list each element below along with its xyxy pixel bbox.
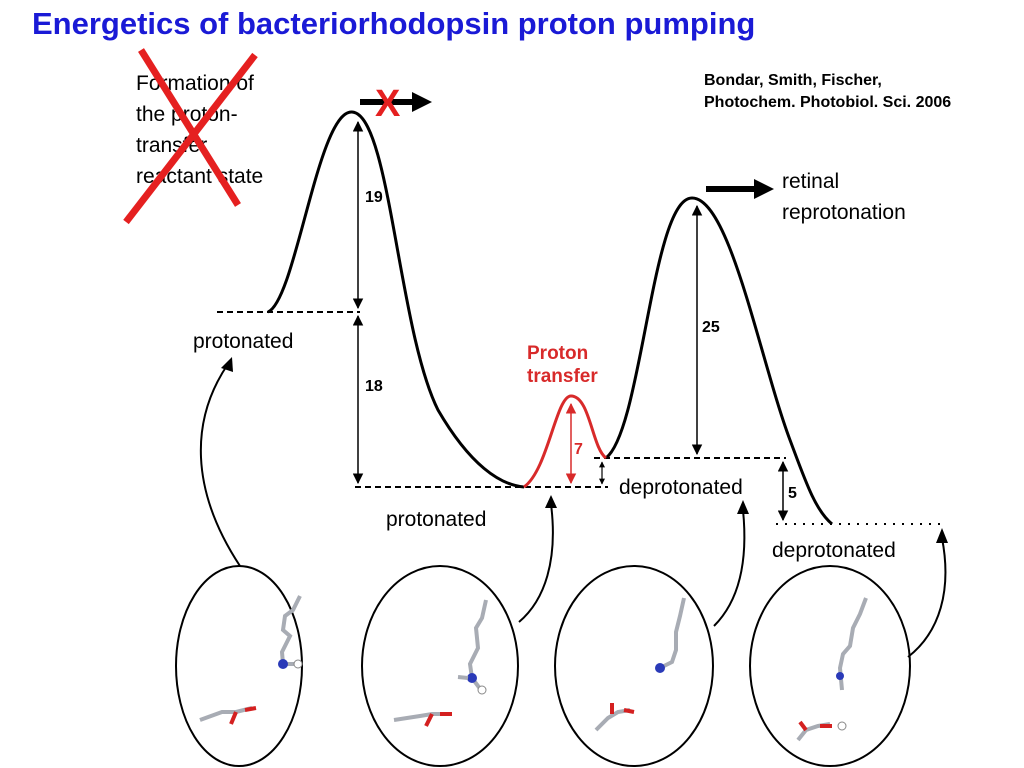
state-label-protonated-2: protonated [386, 508, 487, 531]
cross-line-1 [138, 48, 241, 207]
energy-label-5: 5 [788, 485, 797, 502]
curved-arrow-1 [199, 363, 241, 567]
retinal-reprotonation-label: retinal reprotonation [782, 166, 906, 228]
curved-arrowhead-1 [221, 357, 233, 372]
proton-transfer-line-1: Proton [527, 343, 589, 364]
retinal-label-line-1: retinal [782, 170, 840, 193]
citation: Bondar, Smith, Fischer, Photochem. Photo… [704, 70, 951, 114]
curved-arrowhead-3 [737, 500, 749, 514]
energy-profile-curve [267, 110, 833, 526]
energy-label-25: 25 [702, 319, 720, 336]
arrowhead-crossed-path [412, 92, 432, 112]
structure-circle-2 [361, 565, 519, 767]
proton-transfer-label: Proton transfer [527, 342, 598, 388]
proton-transfer-line-2: transfer [527, 366, 598, 387]
x-mark: X [375, 83, 401, 125]
curved-arrow-2 [518, 503, 554, 623]
energy-label-18: 18 [365, 378, 383, 395]
curved-arrow-4 [907, 537, 947, 658]
retinal-label-line-2: reprotonation [782, 201, 906, 224]
curved-arrowhead-4 [936, 528, 948, 543]
state-label-deprotonated-1: deprotonated [619, 476, 743, 499]
state-label-deprotonated-2: deprotonated [772, 539, 896, 562]
arrowhead-retinal-reprotonation [754, 179, 774, 199]
citation-line-1: Bondar, Smith, Fischer, [704, 72, 882, 89]
state-label-protonated-1: protonated [193, 330, 294, 353]
curved-arrow-3 [713, 509, 746, 627]
cross-line-2 [123, 52, 258, 225]
structure-circle-1 [175, 565, 303, 767]
energy-label-7: 7 [574, 441, 583, 458]
citation-line-2: Photochem. Photobiol. Sci. 2006 [704, 94, 952, 111]
page-title: Energetics of bacteriorhodopsin proton p… [32, 6, 756, 41]
structure-circle-3 [554, 565, 714, 767]
energy-label-19: 19 [365, 189, 383, 206]
curved-arrowhead-2 [545, 495, 557, 508]
structure-circle-4 [749, 565, 911, 767]
proton-transfer-curve [523, 394, 608, 489]
